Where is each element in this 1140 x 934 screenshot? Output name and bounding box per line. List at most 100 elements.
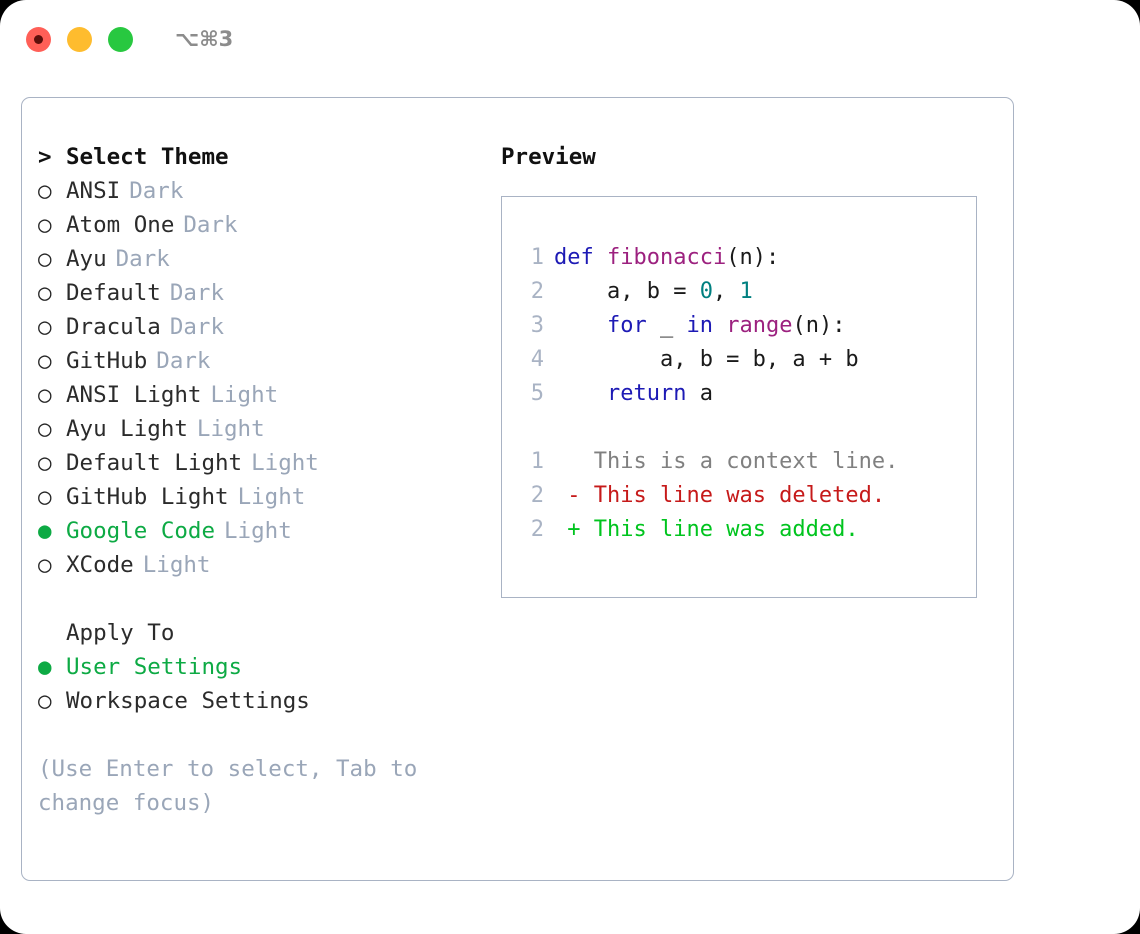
apply-to-marker-spacer — [38, 616, 66, 650]
close-button-icon[interactable] — [26, 26, 51, 52]
theme-list-item[interactable]: ○ GitHub Light Light — [38, 480, 478, 514]
diff-text-ctx: This is a context line. — [554, 445, 899, 479]
code-token-num: 1 — [739, 279, 753, 304]
theme-variant-badge: Light — [142, 552, 211, 578]
code-token-num: 0 — [699, 279, 713, 304]
code-text: a, b = 0, 1 — [554, 275, 753, 309]
code-line: 2 a, b = 0, 1 — [520, 275, 976, 309]
theme-variant-badge: Dark — [183, 212, 238, 238]
code-token-kw: for — [606, 313, 647, 338]
maximize-button-icon[interactable] — [108, 26, 133, 52]
line-number: 3 — [530, 313, 544, 338]
line-number: 1 — [530, 245, 544, 270]
diff-line: 2 + This line was added. — [520, 513, 976, 547]
code-spacer — [520, 411, 976, 445]
code-token-pl — [713, 313, 726, 338]
apply-to-option-label: User Settings — [66, 654, 243, 680]
code-token-kw: in — [686, 313, 713, 338]
keyboard-hint-text: (Use Enter to select, Tab to change focu… — [38, 756, 418, 816]
theme-variant-badge: Light — [224, 518, 292, 544]
theme-list-item[interactable]: ○ Dracula Dark — [38, 310, 478, 344]
diff-sign: - — [554, 483, 594, 508]
apply-to-heading: Apply To — [38, 616, 478, 650]
code-text: return a — [554, 377, 713, 411]
code-token-pl: a — [686, 381, 713, 406]
radio-unselected-icon: ○ — [38, 450, 52, 476]
apply-to-label: Apply To — [66, 620, 175, 646]
code-token-pl — [554, 313, 607, 338]
code-token-pl — [554, 381, 607, 406]
line-number: 2 — [530, 279, 544, 304]
code-token-kw: return — [606, 381, 687, 406]
apply-to-option[interactable]: ●User Settings — [38, 650, 478, 684]
radio-unselected-icon: ○ — [38, 314, 52, 340]
theme-variant-badge: Dark — [156, 348, 211, 374]
code-token-pl: (n): — [726, 245, 780, 270]
radio-unselected-icon: ○ — [38, 688, 52, 714]
code-token-kw: def — [554, 245, 607, 270]
code-token-pl: (n): — [792, 313, 846, 338]
theme-name: GitHub Light — [66, 484, 229, 510]
diff-sample: 1 This is a context line.2 - This line w… — [520, 445, 976, 547]
code-line: 4 a, b = b, a + b — [520, 343, 976, 377]
theme-name: ANSI — [66, 178, 121, 204]
diff-text-add: + This line was added. — [554, 513, 859, 547]
keyboard-shortcut-label: ⌥⌘3 — [175, 27, 234, 51]
diff-sign: + — [554, 517, 594, 542]
theme-variant-badge: Dark — [169, 314, 225, 340]
line-number: 2 — [530, 517, 544, 542]
select-theme-label: Select Theme — [66, 144, 229, 170]
theme-variant-badge: Dark — [129, 178, 184, 204]
radio-unselected-icon: ○ — [38, 484, 52, 510]
theme-name: Ayu Light — [66, 416, 188, 442]
theme-list-item[interactable]: ○ Ayu Light Light — [38, 412, 478, 446]
code-token-fn: range — [726, 313, 793, 338]
code-token-pl: , — [712, 279, 740, 304]
line-number: 5 — [530, 381, 544, 406]
code-token-pl: a, b = — [554, 279, 700, 304]
diff-body: This is a context line. — [593, 449, 899, 474]
theme-variant-badge: Dark — [169, 280, 225, 306]
code-text: def fibonacci(n): — [554, 241, 779, 275]
diff-text-del: - This line was deleted. — [554, 479, 885, 513]
line-number: 4 — [530, 347, 544, 372]
code-text: for _ in range(n): — [554, 309, 845, 343]
diff-body: This line was added. — [593, 517, 859, 542]
theme-name: GitHub — [66, 348, 148, 374]
apply-to-option[interactable]: ○Workspace Settings — [38, 684, 478, 718]
diff-body: This line was deleted. — [593, 483, 886, 508]
preview-title: Preview — [501, 144, 596, 170]
select-theme-heading: > Select Theme — [38, 140, 478, 174]
theme-name: Ayu — [66, 246, 107, 272]
apply-to-options: ●User Settings○Workspace Settings — [38, 650, 478, 718]
code-token-pl: _ — [646, 313, 687, 338]
radio-unselected-icon: ○ — [38, 178, 52, 204]
radio-unselected-icon: ○ — [38, 416, 52, 442]
radio-unselected-icon: ○ — [38, 552, 52, 578]
theme-name: Dracula — [66, 314, 161, 340]
code-text: a, b = b, a + b — [554, 343, 859, 377]
theme-variant-badge: Light — [237, 484, 306, 510]
theme-name: ANSI Light — [66, 382, 202, 408]
theme-list-item[interactable]: ○ ANSI Dark — [38, 174, 478, 208]
minimize-button-icon[interactable] — [67, 26, 92, 52]
theme-name: Google Code — [66, 518, 216, 544]
title-bar: ⌥⌘3 — [0, 0, 1140, 78]
theme-name: Default Light — [66, 450, 243, 476]
theme-variant-badge: Light — [196, 416, 265, 442]
radio-unselected-icon: ○ — [38, 246, 52, 272]
code-line: 1 def fibonacci(n): — [520, 241, 976, 275]
